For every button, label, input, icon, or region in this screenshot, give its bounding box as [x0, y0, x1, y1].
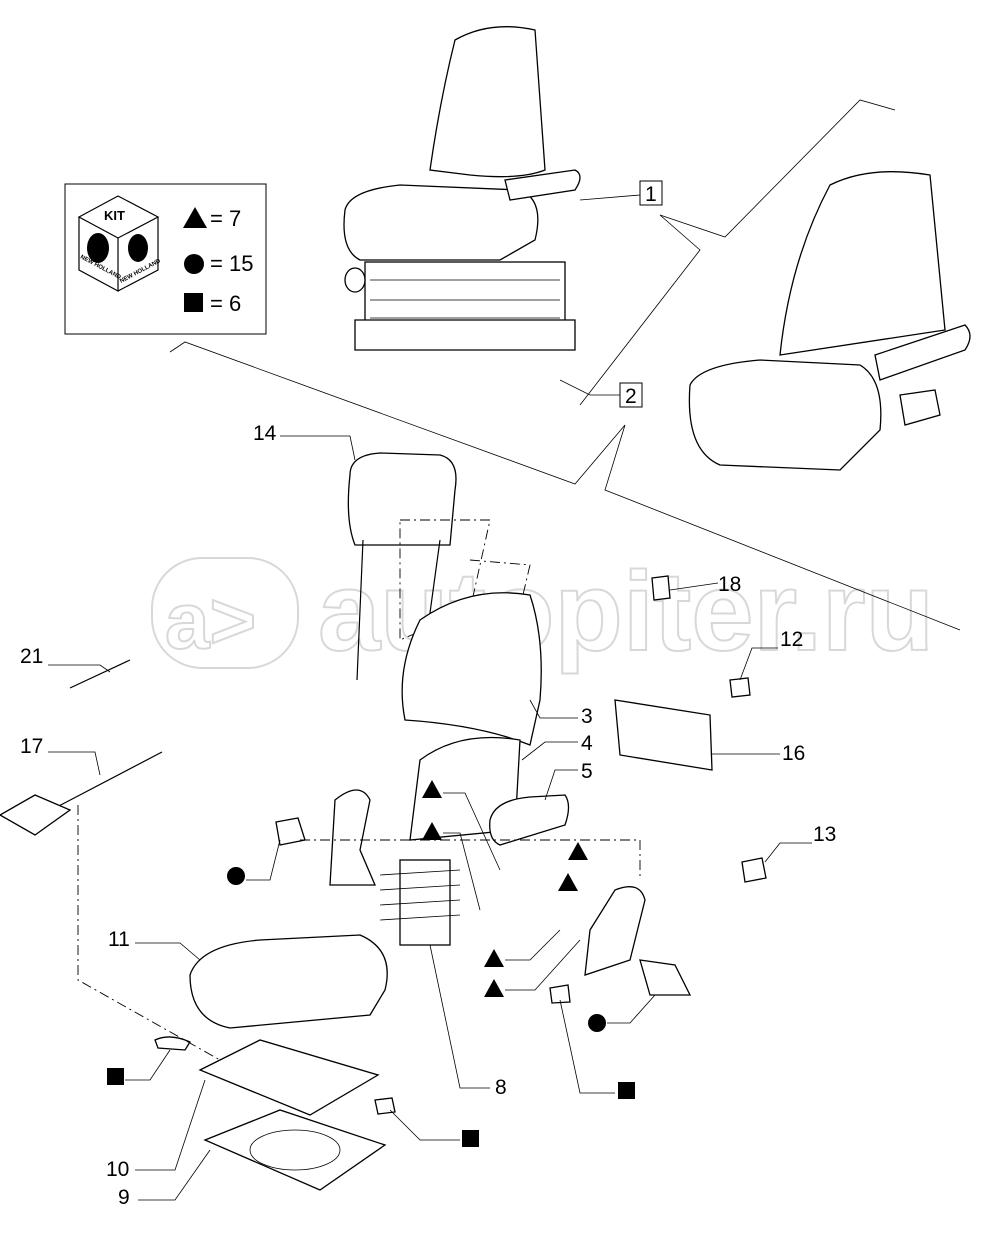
circle-symbol [184, 254, 204, 274]
svg-text:= 6: = 6 [210, 291, 241, 316]
square-marker [107, 1068, 124, 1085]
svg-text:a>: a> [165, 576, 256, 665]
callout-21: 21 [20, 645, 43, 668]
right-bracket-part [584, 886, 646, 976]
swivel-plate-part [203, 1109, 387, 1191]
callout-4: 4 [581, 732, 593, 755]
cap-part-18 [651, 575, 671, 601]
left-bracket-part [329, 789, 376, 886]
callout-8: 8 [495, 1076, 507, 1099]
triangle-marker [422, 822, 442, 840]
clip-part-12 [729, 677, 751, 698]
callout-17: 17 [20, 735, 43, 758]
plate-part-16 [614, 699, 713, 771]
callout-14: 14 [253, 422, 277, 445]
cover-cap-square-1 [154, 1036, 191, 1051]
circle-marker [588, 1014, 606, 1032]
watermark: a> autopiter.ru [151, 548, 935, 675]
backrest-cover-part [401, 592, 542, 746]
callout-2: 2 [625, 385, 637, 408]
callout-10: 10 [106, 1158, 129, 1181]
square-symbol [184, 293, 203, 312]
triangle-marker [422, 780, 442, 798]
square-marker [618, 1082, 635, 1099]
wire-harness-part [69, 659, 131, 689]
leader-lines [48, 194, 812, 1201]
callout-11: 11 [108, 928, 130, 951]
seat-sensor-part [0, 751, 163, 836]
svg-text:= 7: = 7 [210, 206, 241, 231]
callout-5: 5 [581, 760, 593, 783]
triangle-symbol [183, 207, 207, 228]
kit-legend: KIT NEW HOLLAND NEW HOLLAND = 7 = 15 = 6 [64, 183, 267, 335]
callout-3: 3 [581, 705, 593, 728]
seatbelt-buckle-part [639, 959, 692, 996]
seat-assembly-2 [688, 171, 971, 471]
square-marker [462, 1130, 479, 1147]
callout-16: 16 [782, 742, 805, 765]
cover-cap-square-2 [549, 984, 571, 1004]
belt-guide-part [275, 817, 306, 846]
triangle-marker [558, 873, 578, 891]
triangle-marker [568, 842, 588, 860]
triangle-marker [484, 949, 504, 967]
seat-assembly-1 [343, 26, 581, 351]
svg-text:= 15: = 15 [210, 251, 253, 276]
kit-symbols [107, 780, 635, 1147]
callout-9: 9 [118, 1186, 130, 1209]
callout-12: 12 [780, 628, 803, 651]
slide-plate-part [198, 1039, 380, 1116]
circle-marker [227, 867, 245, 885]
svg-text:KIT: KIT [104, 208, 125, 223]
callout-18: 18 [718, 573, 741, 596]
callout-13: 13 [813, 823, 836, 846]
triangle-marker [484, 979, 504, 997]
armrest-part [489, 794, 570, 846]
suspension-springs-part [379, 859, 461, 946]
callout-1: 1 [645, 183, 657, 206]
seat-cushion-part [189, 934, 388, 1029]
cover-part-13 [741, 857, 767, 883]
